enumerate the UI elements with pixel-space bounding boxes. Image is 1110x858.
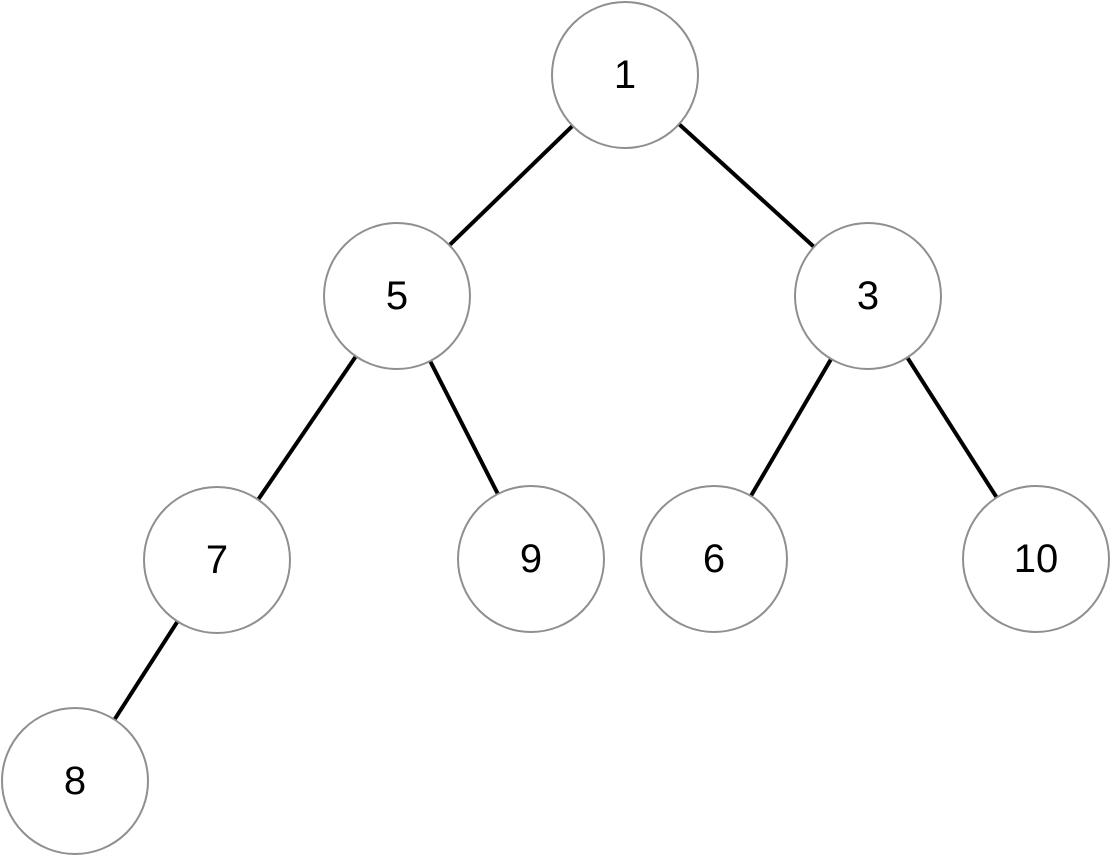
tree-node-circle-5 — [323, 222, 471, 370]
tree-node-label-6: 6 — [703, 537, 725, 581]
tree-node-label-3: 3 — [857, 274, 879, 318]
tree-node-circle-10 — [962, 485, 1110, 633]
tree-node-label-7: 7 — [206, 538, 228, 582]
tree-node-circle-8 — [1, 707, 149, 855]
tree-node-label-8: 8 — [64, 759, 86, 803]
tree-node-10: 10 — [962, 485, 1110, 633]
tree-node-circle-6 — [640, 485, 788, 633]
tree-node-6: 6 — [640, 485, 788, 633]
tree-node-label-9: 9 — [520, 537, 542, 581]
tree-node-label-1: 1 — [614, 53, 636, 97]
tree-node-1: 1 — [551, 1, 699, 149]
tree-node-9: 9 — [457, 485, 605, 633]
tree-node-label-5: 5 — [386, 274, 408, 318]
tree-node-circle-3 — [794, 222, 942, 370]
tree-node-7: 7 — [143, 486, 291, 634]
tree-node-circle-7 — [143, 486, 291, 634]
tree-node-circle-1 — [551, 1, 699, 149]
tree-node-8: 8 — [1, 707, 149, 855]
tree-node-circle-9 — [457, 485, 605, 633]
tree-node-label-10: 10 — [1014, 537, 1059, 581]
tree-node-3: 3 — [794, 222, 942, 370]
tree-node-5: 5 — [323, 222, 471, 370]
